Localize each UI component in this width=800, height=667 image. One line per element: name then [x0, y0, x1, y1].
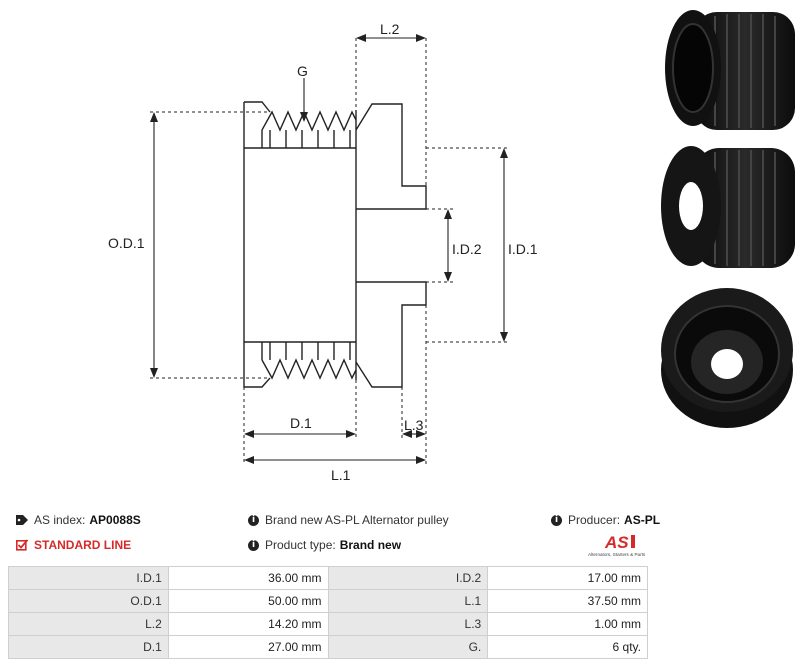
spec-value: 14.20 mm [167, 612, 329, 636]
label-l2: L.2 [380, 21, 400, 37]
info-icon: i [551, 514, 562, 526]
label-id1: I.D.1 [508, 241, 538, 257]
as-index-value: AP0088S [89, 513, 141, 527]
spec-label: L.1 [327, 589, 489, 613]
spec-value: 1.00 mm [487, 612, 648, 636]
spec-value: 36.00 mm [167, 566, 329, 590]
description-text: Brand new AS-PL Alternator pulley [265, 513, 449, 527]
product-type-value: Brand new [339, 538, 402, 552]
pulley-technical-drawing: G L.2 O.D.1 I.D.1 I.D.2 D.1 L.3 L.1 [108, 21, 538, 483]
standard-line-label: STANDARD LINE [34, 538, 132, 552]
spec-value: 6 qty. [487, 635, 648, 659]
product-description: i Brand new AS-PL Alternator pulley [248, 513, 449, 527]
label-l1: L.1 [331, 467, 351, 483]
as-pl-logo: AS Alternators, Starters & Parts [588, 533, 646, 557]
spec-label: D.1 [8, 635, 169, 659]
spec-label: L.2 [8, 612, 169, 636]
label-g: G [297, 63, 308, 79]
spec-label: I.D.2 [327, 566, 489, 590]
product-photo-angled [655, 140, 800, 275]
label-id2: I.D.2 [452, 241, 482, 257]
label-l3: L.3 [404, 417, 424, 433]
spec-label: G. [327, 635, 489, 659]
info-icon: i [248, 514, 259, 526]
logo-mark: AS [604, 533, 629, 552]
groove-profile-top [261, 110, 357, 132]
spec-label: O.D.1 [8, 589, 169, 613]
producer: i Producer: AS-PL [551, 513, 660, 527]
product-type: i Product type: Brand new [248, 538, 401, 552]
producer-label: Producer: [568, 513, 621, 527]
product-photo-front [655, 282, 800, 432]
label-d1: D.1 [290, 415, 312, 431]
product-photo-side [655, 2, 800, 137]
label-od1: O.D.1 [108, 235, 145, 251]
spec-value: 37.50 mm [487, 589, 648, 613]
standard-line: STANDARD LINE [16, 538, 131, 552]
spec-label: L.3 [327, 612, 489, 636]
as-index: AS index: AP0088S [16, 513, 141, 527]
spec-value: 17.00 mm [487, 566, 648, 590]
spec-value: 27.00 mm [167, 635, 329, 659]
product-type-label: Product type: [265, 538, 336, 552]
info-icon: i [248, 539, 259, 551]
as-index-label: AS index: [34, 513, 86, 527]
spec-value: 50.00 mm [167, 589, 329, 613]
logo-tagline: Alternators, Starters & Parts [588, 552, 646, 557]
spec-label: I.D.1 [8, 566, 169, 590]
groove-profile-bottom [261, 358, 357, 380]
tag-icon [16, 515, 28, 525]
check-square-icon [16, 539, 28, 551]
producer-value: AS-PL [624, 513, 661, 527]
pulley-outline [243, 101, 427, 388]
